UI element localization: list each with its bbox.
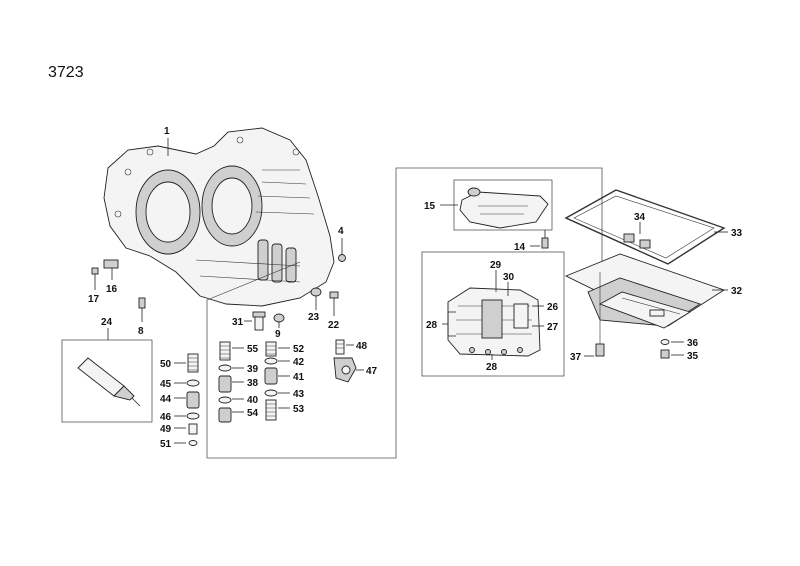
callout-27: 27 [547, 322, 559, 333]
callout-4: 4 [338, 226, 344, 237]
callout-49: 49 [160, 424, 172, 435]
callout-37: 37 [570, 352, 582, 363]
pan-gasket-33 [564, 189, 726, 265]
callout-29: 29 [490, 260, 502, 271]
callout-1: 1 [164, 126, 170, 137]
oil-pan-32 [564, 253, 726, 329]
callout-53: 53 [293, 404, 305, 415]
seal-23 [310, 287, 322, 310]
callout-28-bottom: 28 [486, 362, 498, 373]
bolt-22 [329, 291, 339, 316]
valve-body-box [421, 251, 565, 377]
callout-46: 46 [160, 412, 172, 423]
callout-30: 30 [503, 272, 515, 283]
spring-52 [265, 341, 277, 357]
callout-50: 50 [160, 359, 172, 370]
plug-41 [264, 367, 278, 385]
drain-plug-35 [660, 349, 670, 359]
bolt-17 [91, 267, 99, 290]
callout-17: 17 [88, 294, 100, 305]
callout-36: 36 [687, 338, 699, 349]
sealant-box [61, 339, 153, 423]
spring-55 [219, 341, 231, 361]
callout-23: 23 [308, 312, 320, 323]
callout-39: 39 [247, 364, 259, 375]
sealant-tube [77, 357, 141, 407]
valve-47 [333, 357, 357, 383]
plug-44 [186, 391, 200, 409]
callout-55: 55 [247, 344, 259, 355]
transmission-case [103, 127, 335, 307]
callout-9: 9 [275, 329, 281, 340]
pan-bolt-37 [595, 272, 605, 357]
bolt-31 [252, 311, 266, 331]
oring-39 [218, 364, 232, 372]
diagram-number: 3723 [48, 64, 84, 81]
callout-24: 24 [101, 317, 113, 328]
plug-54 [218, 407, 232, 423]
callout-8: 8 [138, 326, 144, 337]
washer-36 [660, 339, 670, 345]
oring-42 [264, 357, 278, 365]
bracket-16 [103, 259, 119, 280]
oring-45 [186, 379, 200, 387]
spring-48 [335, 339, 345, 355]
ring-51 [188, 440, 198, 446]
callout-38: 38 [247, 378, 259, 389]
strainer-15 [459, 187, 549, 229]
callout-31: 31 [232, 317, 244, 328]
callout-51: 51 [160, 439, 172, 450]
oring-40 [218, 396, 232, 404]
callout-43: 43 [293, 389, 305, 400]
plug-8 [138, 297, 146, 322]
valve-body [447, 287, 541, 357]
spring-53 [265, 399, 277, 421]
bolt-14 [541, 230, 549, 249]
callout-47: 47 [366, 366, 378, 377]
bolt-4 [338, 238, 346, 262]
oring-43 [264, 389, 278, 397]
callout-52: 52 [293, 344, 305, 355]
callout-14: 14 [514, 242, 526, 253]
callout-28-left: 28 [426, 320, 438, 331]
spring-49 [188, 423, 198, 435]
callout-32: 32 [731, 286, 743, 297]
callout-22: 22 [328, 320, 340, 331]
callout-40: 40 [247, 395, 259, 406]
oring-46 [186, 412, 200, 420]
callout-15: 15 [424, 201, 436, 212]
valve-region-outline [206, 167, 603, 459]
spring-50 [187, 353, 199, 373]
callout-48: 48 [356, 341, 368, 352]
callout-54: 54 [247, 408, 259, 419]
callout-33: 33 [731, 228, 743, 239]
washer-9 [273, 313, 285, 323]
callout-45: 45 [160, 379, 172, 390]
callout-44: 44 [160, 394, 172, 405]
callout-16: 16 [106, 284, 118, 295]
callout-41: 41 [293, 372, 305, 383]
callout-26: 26 [547, 302, 559, 313]
callout-34: 34 [634, 212, 646, 223]
callout-42: 42 [293, 357, 305, 368]
callout-35: 35 [687, 351, 699, 362]
plug-38 [218, 375, 232, 393]
